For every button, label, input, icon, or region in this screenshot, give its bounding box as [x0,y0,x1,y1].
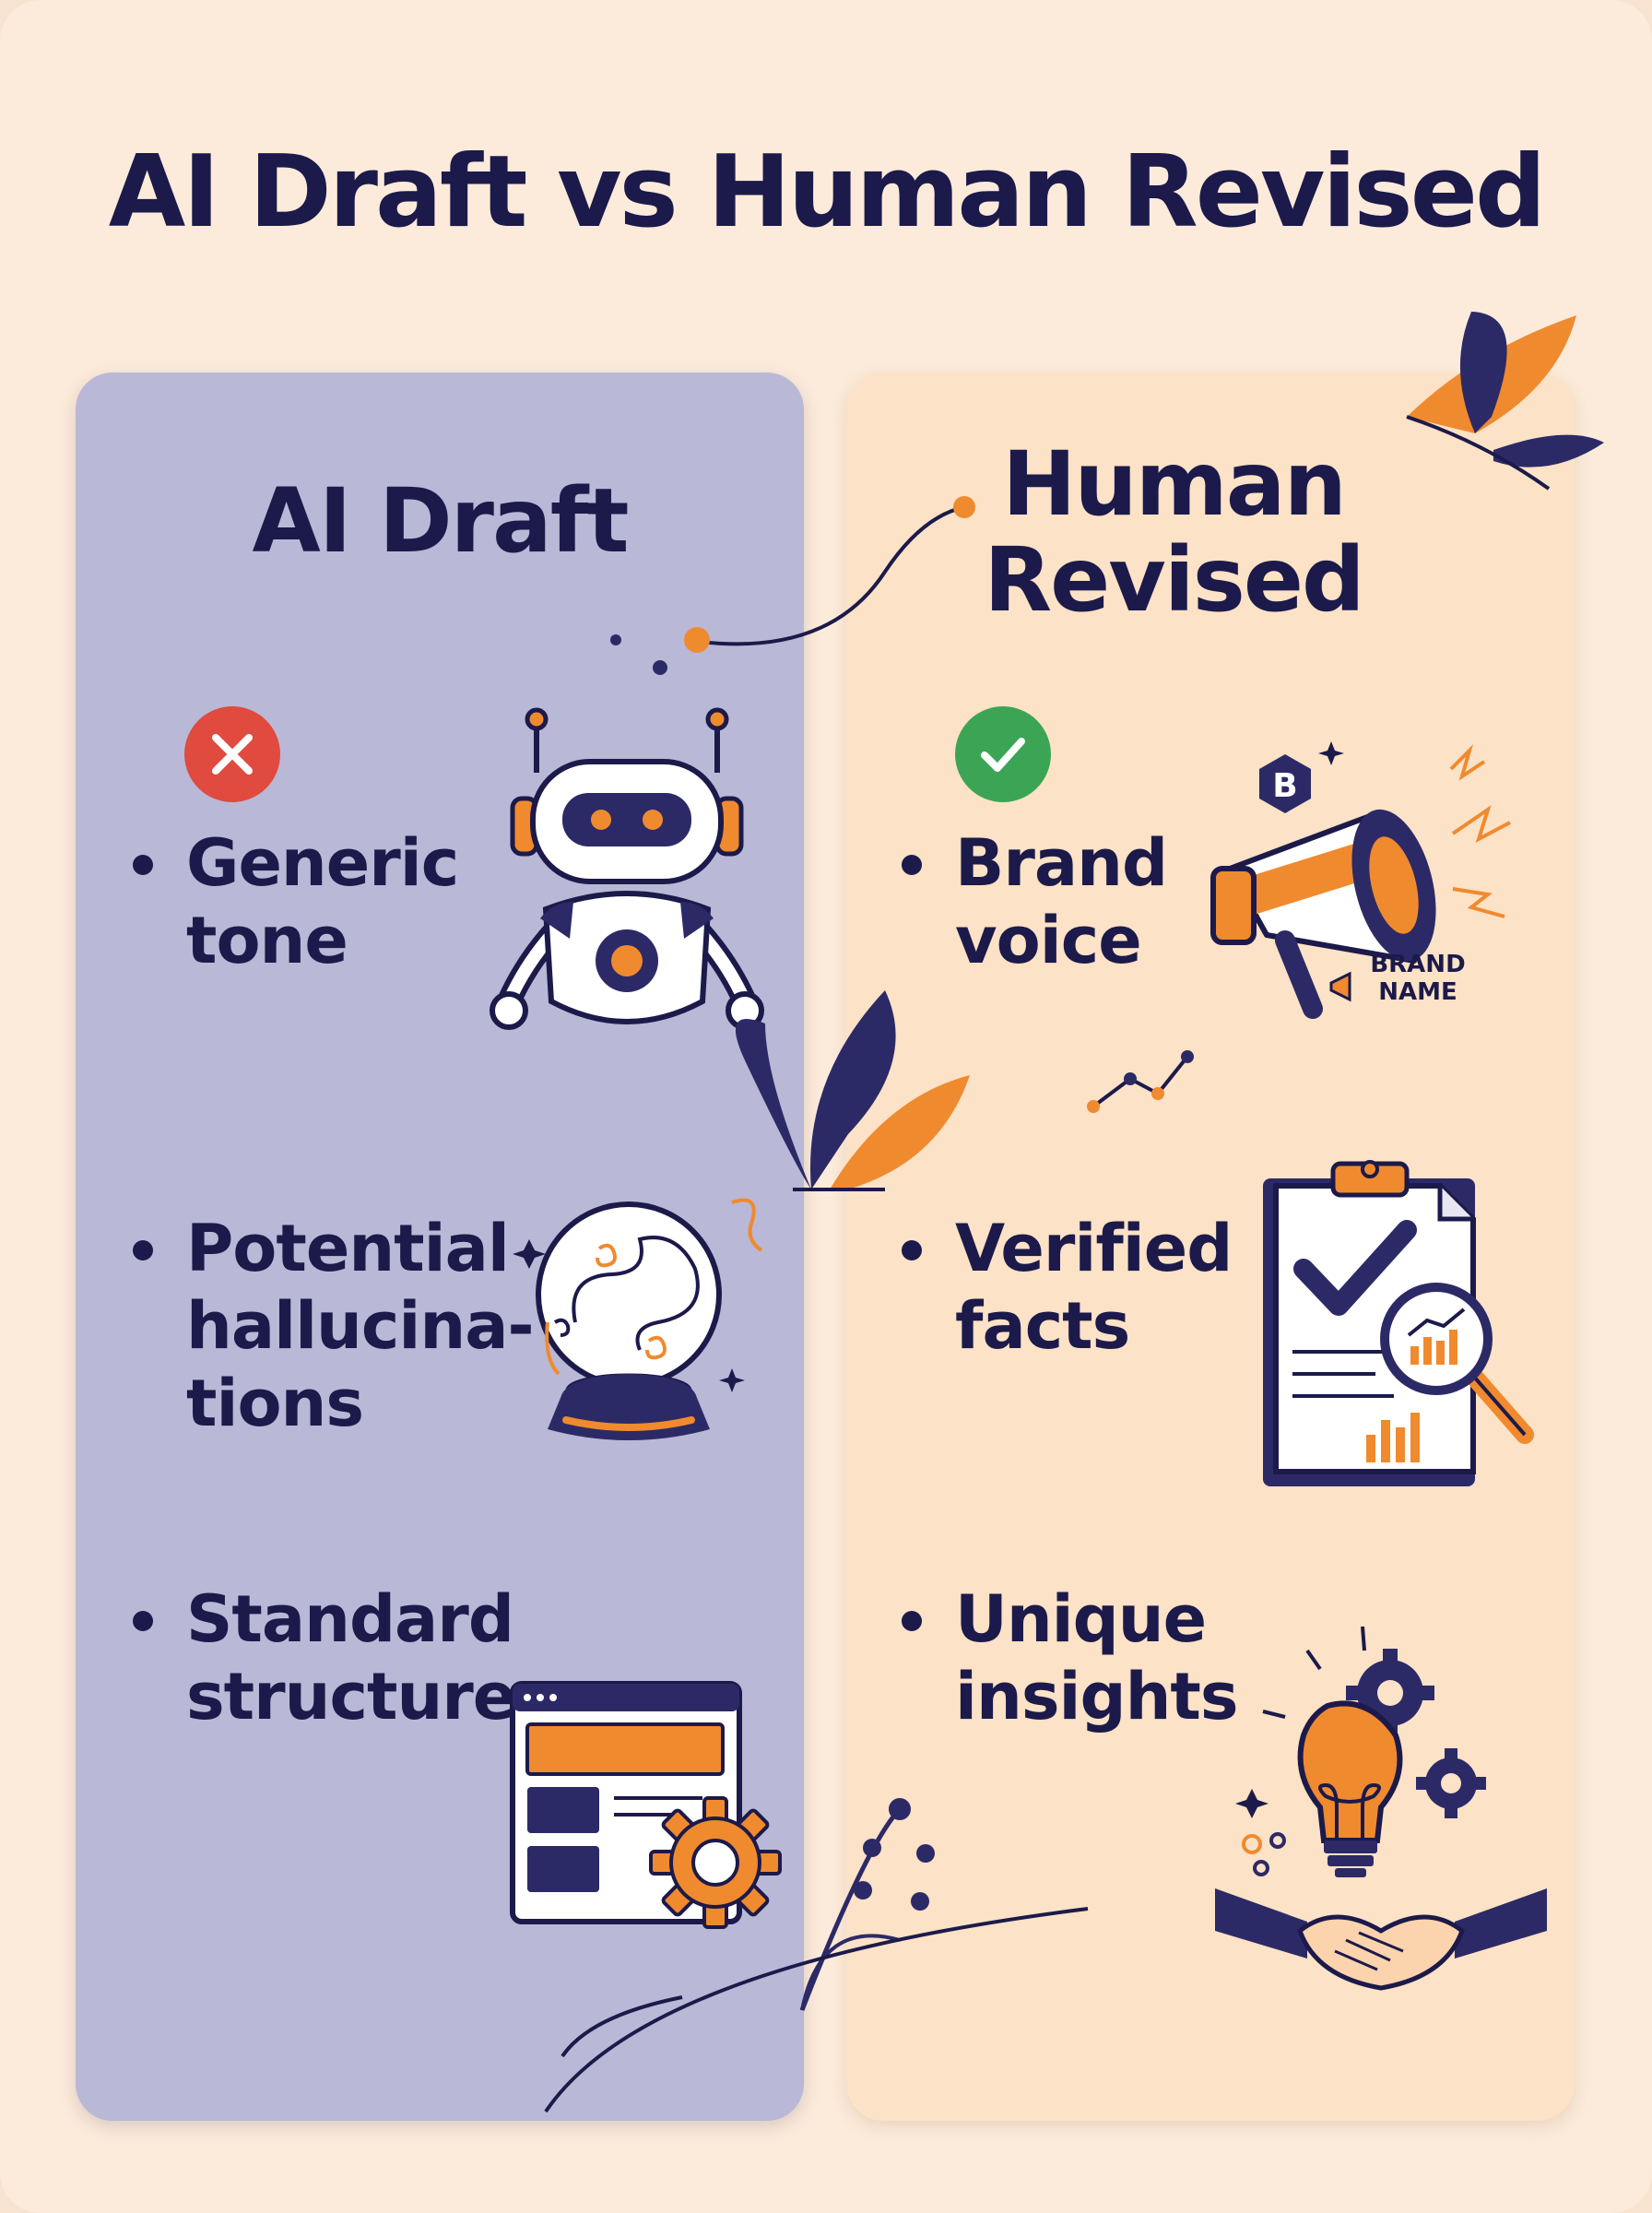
bullet-dot [902,1240,922,1260]
ai-item-label: Generic tone [186,825,459,978]
ai-item-label: Potential hallucina- tions [186,1211,535,1441]
brand-label-line2: NAME [1378,978,1457,1006]
clipboard-check-magnifier-icon [1263,1160,1534,1486]
lightbulb-handshake-icon [1215,1626,1547,1991]
human-revised-heading: Human Revised [984,432,1364,632]
human-revised-panel: Human Revised Brand voice Verified facts… [846,373,1575,2121]
ai-item-label: Standard structure [186,1581,516,1734]
cross-icon [184,706,280,802]
ai-item-generic-tone: Generic tone [133,824,459,979]
megaphone-icon: B BRAND NAME [1210,741,1511,1019]
human-item-verified-facts: Verified facts [902,1210,1233,1365]
ai-item-standard-structure: Standard structure [133,1580,516,1735]
page-title: AI Draft vs Human Revised [108,135,1547,250]
bullet-dot [133,1611,153,1631]
check-icon [955,706,1051,802]
bullet-dot [902,1611,922,1631]
human-item-label: Verified facts [955,1211,1233,1364]
ai-item-hallucinations: Potential hallucina- tions [133,1210,535,1442]
svg-text:B: B [1272,767,1297,805]
bullet-dot [902,855,922,875]
robot-icon [490,707,764,1030]
bullet-dot [133,855,153,875]
template-window-gear-icon [510,1681,782,1929]
human-item-brand-voice: Brand voice [902,824,1168,979]
bullet-dot [133,1240,153,1260]
human-item-label: Brand voice [955,825,1168,978]
brand-label-line1: BRAND [1370,951,1465,978]
ai-draft-panel: AI Draft Generic tone Potential hallucin… [76,373,804,2121]
crystal-ball-icon [513,1198,763,1440]
human-item-unique-insights: Unique insights [902,1580,1239,1735]
human-item-label: Unique insights [955,1581,1239,1734]
ai-draft-heading: AI Draft [252,469,630,573]
